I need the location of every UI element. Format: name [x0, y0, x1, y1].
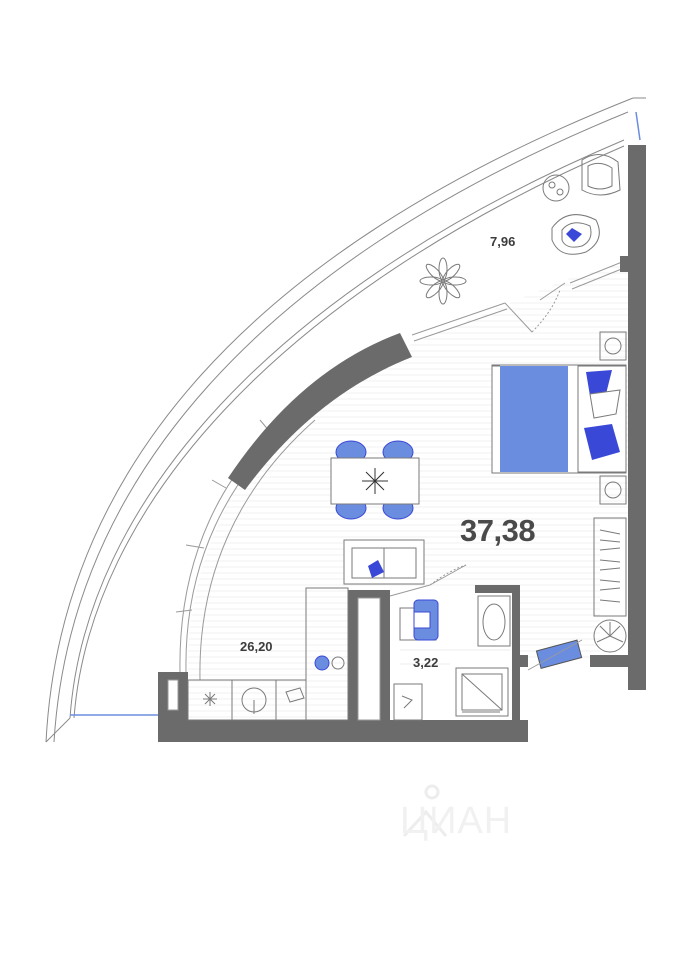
coffee-table-icon [542, 174, 570, 202]
shaft [357, 597, 381, 721]
bathroom-area-label: 3,22 [413, 655, 439, 670]
balcony-glass-top [635, 111, 641, 141]
bath-cabinet-icon [393, 683, 423, 721]
wall-bottom [158, 720, 528, 742]
dining-table-icon [330, 440, 420, 520]
bath-floor-tile [400, 649, 510, 665]
sink-icon [241, 687, 267, 714]
wall-left-inner [167, 679, 179, 711]
wall-curved [228, 333, 412, 490]
watermark-logo-icon [402, 784, 448, 838]
wall-shaft-left [348, 590, 358, 720]
armchair-icon [581, 154, 621, 196]
sofa-icon [343, 539, 425, 585]
wall-shaft-right [380, 590, 390, 720]
plant-icon [419, 257, 467, 305]
shower-icon [455, 667, 509, 717]
wardrobe-icon [593, 517, 627, 617]
kitchen-plant-icon [203, 692, 217, 706]
nightstand-icon [599, 331, 627, 505]
wall-right [628, 145, 646, 690]
bathroom-door[interactable] [389, 564, 467, 597]
armchair-icon [551, 214, 600, 255]
wall-column-top [620, 256, 630, 272]
entrance-door[interactable] [527, 639, 583, 671]
wall-corridor [590, 655, 628, 667]
balcony-outline [45, 97, 646, 743]
cooktop-icon [314, 655, 345, 671]
balcony-area-label: 7,96 [490, 234, 516, 249]
bath-sink-icon [477, 595, 511, 647]
wall-bath-top-a [348, 590, 390, 598]
wall-bath-top-b [475, 585, 520, 593]
toilet-icon [399, 599, 439, 641]
total-area-label: 37,38 [460, 513, 536, 548]
kitchen-unit [187, 587, 349, 721]
living-area-label: 26,20 [240, 639, 273, 654]
wall-bath-nib [512, 655, 528, 667]
watermark-text: ЦИАН [400, 800, 513, 842]
balcony-partition [411, 261, 625, 342]
fan-icon [593, 619, 627, 653]
kitchen-items-icon [285, 687, 305, 703]
bed-icon [491, 364, 627, 474]
